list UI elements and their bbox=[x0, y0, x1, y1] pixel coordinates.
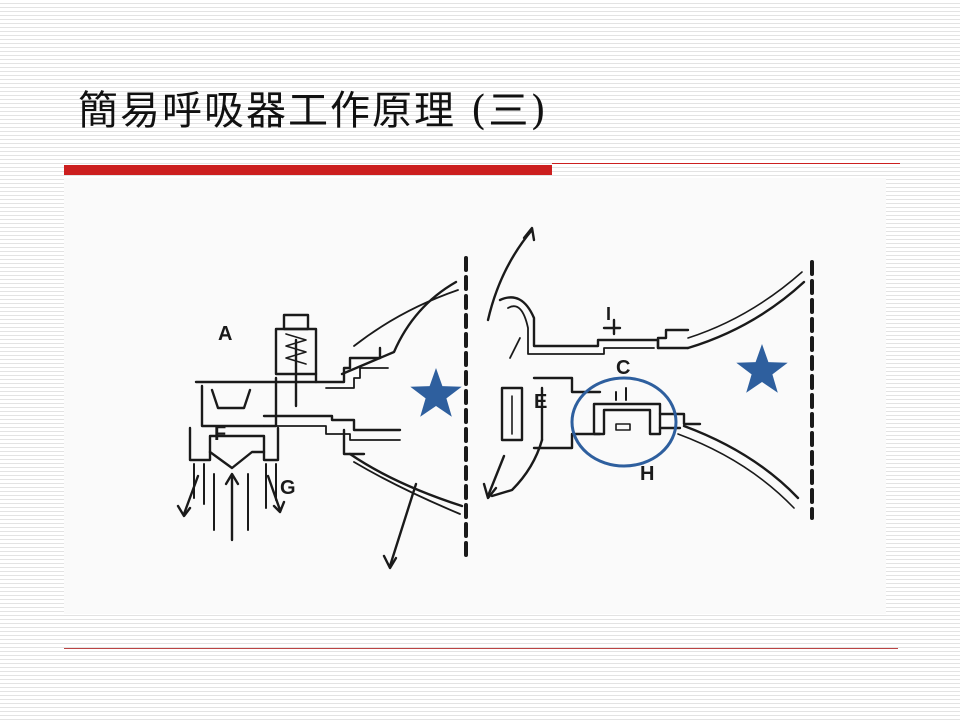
fg-valve-ports bbox=[193, 463, 277, 509]
bag-neck-upper-inner bbox=[353, 289, 459, 347]
valve-marker-i bbox=[602, 318, 622, 336]
flow-arrow bbox=[182, 474, 200, 516]
star-icon bbox=[736, 344, 788, 393]
right-tube-upper bbox=[686, 280, 806, 350]
right-tube-lower bbox=[682, 424, 800, 500]
right-upper-channel-inner bbox=[507, 305, 655, 355]
lower-channel-drop bbox=[342, 428, 366, 456]
right-valve-assembly bbox=[482, 226, 806, 509]
valve-knob bbox=[282, 313, 310, 331]
resuscitator-diagram: A F G I C E H bbox=[64, 178, 886, 614]
bag-neck-lower bbox=[348, 452, 464, 508]
fg-valve-flap bbox=[208, 450, 266, 470]
label-i: I bbox=[606, 304, 611, 324]
bag-neck-lower-inner bbox=[353, 461, 461, 515]
flow-arrow bbox=[486, 454, 506, 498]
highlight-circle bbox=[570, 376, 678, 468]
upper-channel-step-inner bbox=[325, 367, 389, 389]
label-e: E bbox=[534, 391, 547, 413]
title-rule bbox=[552, 163, 900, 164]
diagram-svg: A F G I C E H bbox=[176, 226, 814, 570]
arrowhead bbox=[522, 226, 536, 242]
upper-channel-left bbox=[200, 376, 278, 428]
slide-title: 簡易呼吸器工作原理 (三) bbox=[78, 88, 548, 134]
left-valve-assembly bbox=[188, 280, 464, 531]
fg-inlet-tube bbox=[213, 473, 249, 531]
right-tube-lower-inner bbox=[677, 433, 795, 509]
right-tube-upper-inner bbox=[687, 271, 803, 339]
label-a: A bbox=[218, 323, 232, 345]
star-icon bbox=[410, 368, 462, 417]
arrowhead bbox=[382, 554, 398, 570]
title-accent-bar bbox=[64, 165, 552, 175]
right-lower-curve bbox=[490, 438, 544, 498]
flow-arrow bbox=[266, 474, 282, 512]
label-h: H bbox=[640, 463, 654, 485]
fg-valve-block bbox=[188, 426, 280, 462]
footer-rule bbox=[64, 648, 898, 649]
lower-channel-inner bbox=[263, 425, 401, 441]
right-lower-channel bbox=[658, 412, 702, 430]
label-g: G bbox=[280, 477, 296, 499]
bag-neck-upper bbox=[340, 280, 458, 376]
right-upper-port bbox=[656, 328, 690, 350]
inner-valve-seat bbox=[615, 423, 631, 431]
arrowhead bbox=[272, 500, 286, 514]
flow-arrow-up bbox=[486, 228, 534, 322]
left-flow-arrows bbox=[176, 472, 418, 570]
right-upper-channel bbox=[498, 296, 690, 350]
inner-valve-stem bbox=[615, 387, 627, 401]
arrowhead bbox=[482, 482, 498, 500]
label-f: F bbox=[214, 423, 226, 445]
flow-arrow-small bbox=[509, 337, 521, 359]
lower-channel bbox=[262, 414, 402, 432]
flow-arrow bbox=[388, 482, 418, 568]
arrowhead bbox=[224, 472, 240, 486]
valve-disc-e bbox=[500, 386, 524, 442]
arrowhead bbox=[176, 504, 192, 518]
label-c: C bbox=[616, 357, 630, 379]
reservoir-cup bbox=[210, 388, 252, 410]
upper-channel-step bbox=[314, 346, 382, 384]
